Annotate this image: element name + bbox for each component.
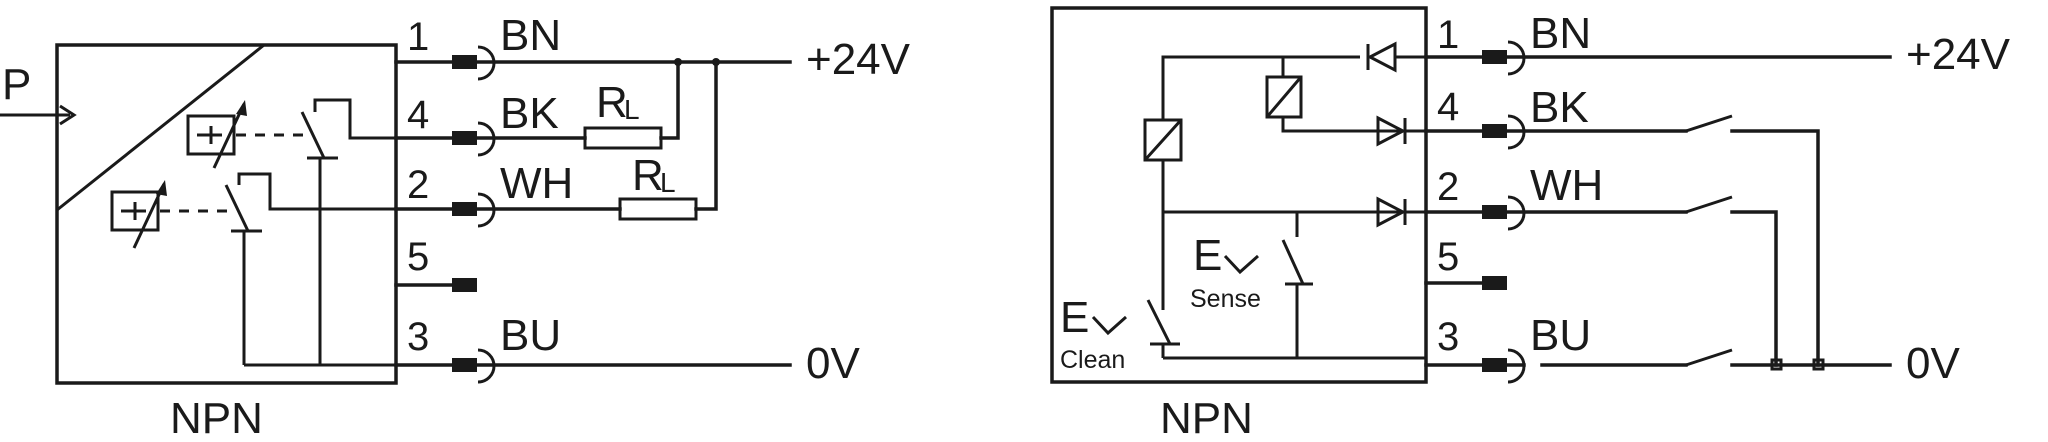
load-resistor-1 (583, 126, 663, 150)
load-resistor-1-label: R L (596, 78, 640, 127)
diode-pin-4 (1376, 115, 1407, 147)
supply-ground-label-right: 0V (1906, 339, 1960, 388)
load-resistor-2 (618, 197, 698, 221)
wire-color-wh: WH (500, 159, 573, 208)
left-wiring-diagram: P 1 4 2 5 3 (0, 11, 911, 442)
diode-pin-2 (1376, 196, 1407, 228)
pin-number-3-right: 3 (1437, 315, 1459, 359)
pin-number-5-right: 5 (1437, 235, 1459, 279)
left-type-label: NPN (170, 394, 263, 442)
sense-input-switch: E Sense (1190, 231, 1313, 358)
pin-number-4: 4 (407, 93, 429, 137)
wire-color-bk-right: BK (1530, 83, 1589, 132)
sense-input-symbol: E (1193, 231, 1222, 280)
pin-number-1-right: 1 (1437, 13, 1459, 57)
right-type-label: NPN (1160, 394, 1253, 442)
sensor-housing-box-right (1050, 6, 1428, 384)
wire-color-bu-right: BU (1530, 311, 1591, 360)
wire-color-bn: BN (500, 11, 561, 60)
supply-rail (1161, 55, 1360, 120)
sensor-housing-box (55, 43, 398, 385)
diode-pin-1 (1366, 41, 1426, 73)
svg-text:R: R (632, 151, 664, 200)
supply-positive-label-right: +24V (1906, 30, 2011, 79)
transducer-diagonal (56, 43, 265, 212)
switching-element-2 (110, 172, 396, 365)
svg-text:L: L (624, 94, 640, 125)
pin-number-4-right: 4 (1437, 85, 1459, 129)
switching-element-1 (186, 98, 396, 365)
wire-color-wh-right: WH (1530, 161, 1603, 210)
svg-text:L: L (660, 167, 676, 198)
clean-input-switch: E Clean (1060, 293, 1180, 374)
load-resistor-2-label: R L (632, 151, 676, 200)
pin-number-2-right: 2 (1437, 165, 1459, 209)
supply-ground-label: 0V (806, 339, 860, 388)
connector-pin-5-right (1482, 276, 1507, 290)
pin-number-2: 2 (407, 163, 429, 207)
pin-number-3: 3 (407, 315, 429, 359)
wire-color-bk: BK (500, 89, 559, 138)
pressure-input-arrow (0, 104, 77, 126)
sense-input-label: Sense (1190, 285, 1261, 313)
right-wiring-diagram: E Sense E Clean 1 4 2 5 3 (1050, 6, 2011, 442)
supply-positive-label: +24V (806, 35, 911, 84)
clean-input-label: Clean (1060, 346, 1125, 374)
clean-input-symbol: E (1060, 293, 1089, 342)
svg-text:R: R (596, 78, 628, 127)
wire-color-bu: BU (500, 311, 561, 360)
wire-color-bn-right: BN (1530, 9, 1591, 58)
pressure-input-label: P (2, 60, 31, 109)
connector-pin-5 (452, 278, 477, 292)
pin-number-5: 5 (407, 235, 429, 279)
pin-number-1: 1 (407, 15, 429, 59)
